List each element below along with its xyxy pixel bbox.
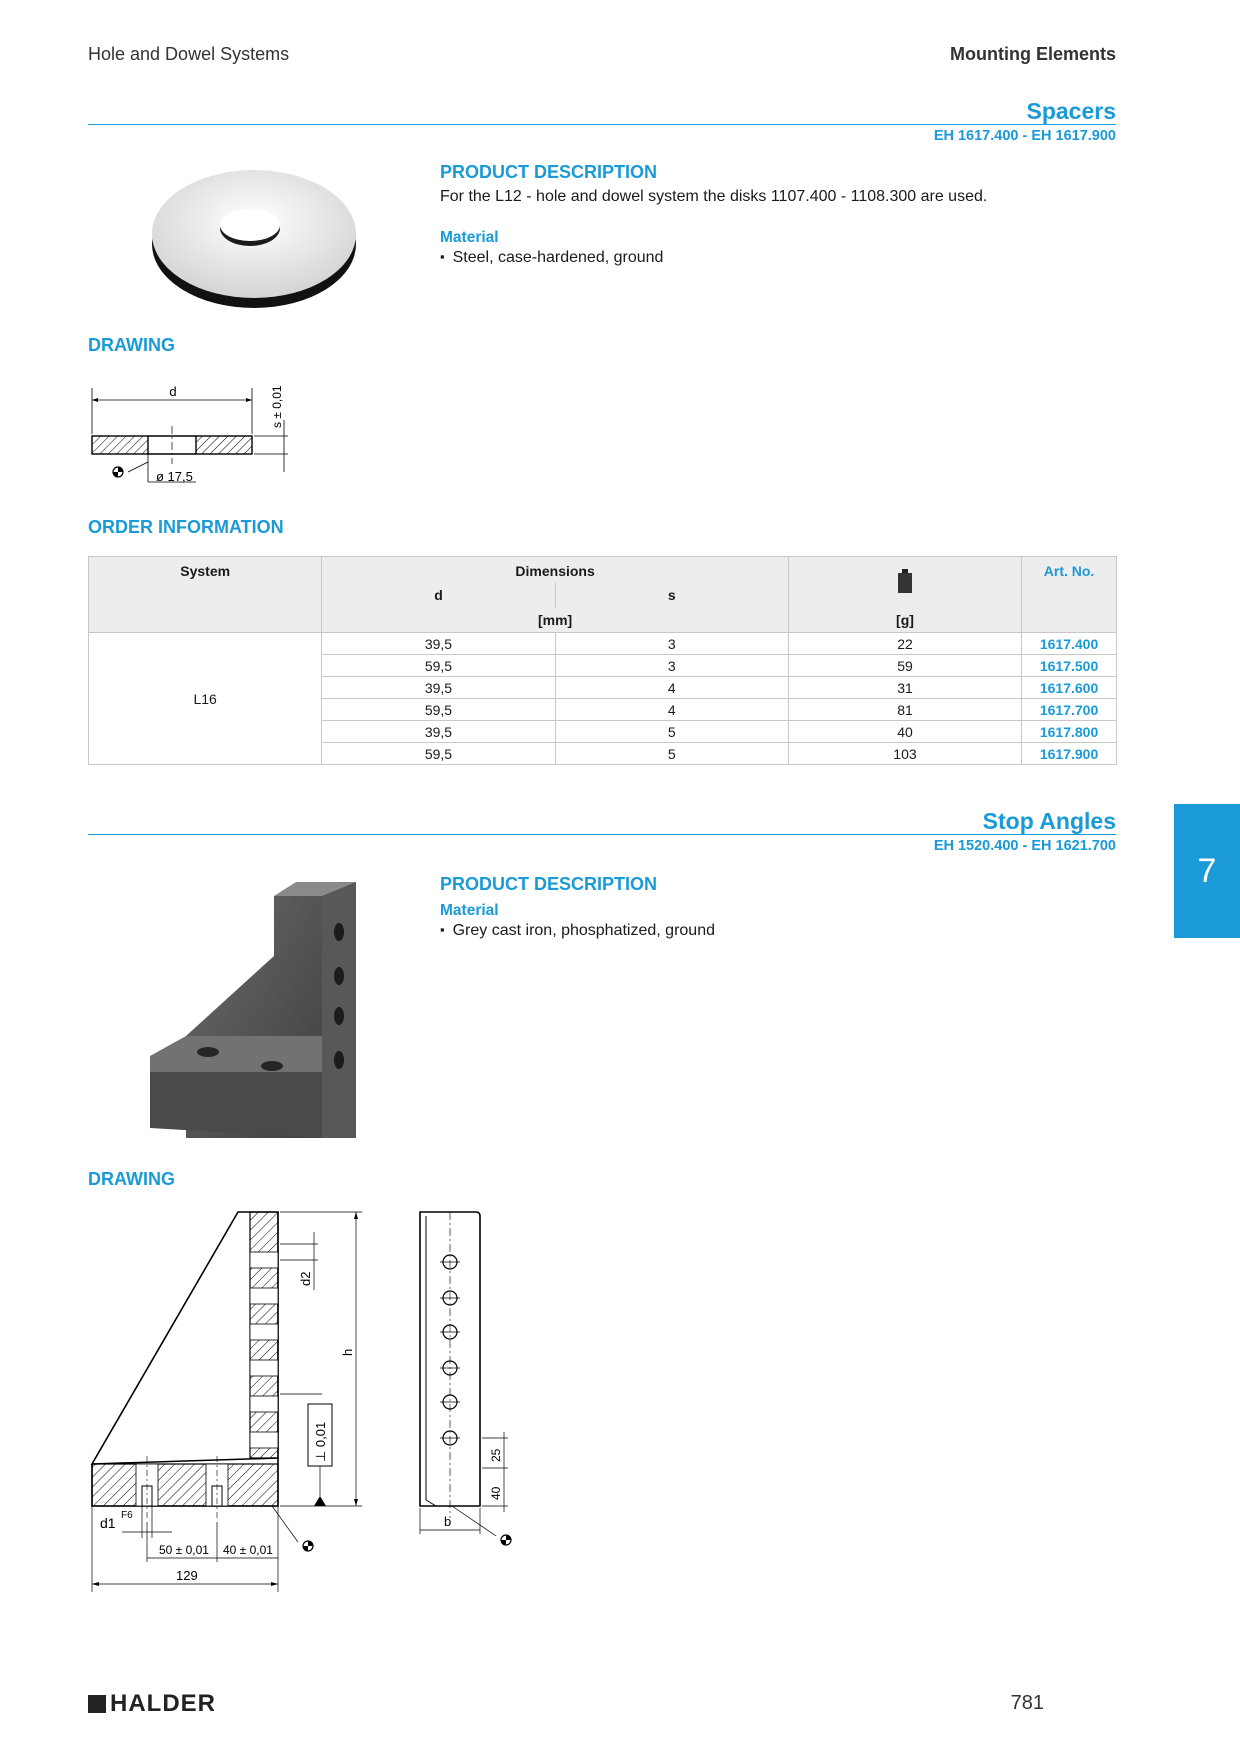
stop-angle-perpendicularity-label: ⊥ 0,01 <box>313 1422 328 1462</box>
spacer-product-image <box>152 170 356 308</box>
stop-angle-product-image <box>150 882 356 1138</box>
cell-s: 4 <box>554 698 789 721</box>
spacers-divider <box>88 124 1116 125</box>
cell-d: 39,5 <box>321 676 556 699</box>
stop-angle-dim-129-label: 129 <box>176 1568 198 1583</box>
spacers-drawing-heading: DRAWING <box>88 335 175 355</box>
halder-logo-text: HALDER <box>110 1690 216 1717</box>
stop-angles-drawing-heading: DRAWING <box>88 1169 175 1189</box>
cell-s: 5 <box>554 742 789 765</box>
halder-logo: HALDER <box>88 1690 216 1718</box>
stop-angles-title: Stop Angles <box>982 808 1116 834</box>
col-system: System <box>87 556 323 633</box>
col-d: d <box>321 581 556 608</box>
cell-d: 39,5 <box>321 720 556 743</box>
cell-weight: 59 <box>787 654 1023 677</box>
stop-angle-d2-label: d2 <box>298 1272 313 1286</box>
col-s: s <box>554 581 789 608</box>
stop-angle-dim-40v-label: 40 <box>489 1486 503 1500</box>
cell-d: 59,5 <box>321 654 556 677</box>
stop-angle-d1-label: d1 <box>100 1515 116 1531</box>
spacers-range: EH 1617.400 - EH 1617.900 <box>933 128 1116 144</box>
stop-angle-dim-50-label: 50 ± 0,01 <box>159 1543 209 1557</box>
order-table: System Dimensions Art. No. d s [mm] [g] … <box>87 556 1117 765</box>
stop-angles-material-heading: Material <box>440 902 499 919</box>
cell-weight: 22 <box>787 632 1023 655</box>
stop-angle-dim-40-label: 40 ± 0,01 <box>223 1543 273 1557</box>
stop-angles-range: EH 1520.400 - EH 1621.700 <box>933 838 1116 854</box>
unit-g: [g] <box>787 607 1023 633</box>
ground-surface-icon <box>500 1534 512 1546</box>
cell-d: 39,5 <box>321 632 556 655</box>
system-cell: L16 <box>87 632 323 765</box>
cell-weight: 81 <box>787 698 1023 721</box>
spacers-title: Spacers <box>1026 98 1116 124</box>
spacer-diameter-label: ø 17,5 <box>156 469 193 484</box>
col-dimensions: Dimensions <box>321 556 789 582</box>
cell-s: 3 <box>554 654 789 677</box>
stop-angles-material-item: Grey cast iron, phosphatized, ground <box>440 922 715 940</box>
cell-s: 5 <box>554 720 789 743</box>
stop-angles-product-description-heading: PRODUCT DESCRIPTION <box>440 874 658 894</box>
col-weight-icon-cell <box>787 556 1023 608</box>
cell-s: 4 <box>554 676 789 699</box>
stop-angle-dim-25-label: 25 <box>489 1448 503 1462</box>
spacers-material-item: Steel, case-hardened, ground <box>440 249 664 267</box>
weight-icon <box>897 568 912 593</box>
cell-s: 3 <box>554 632 789 655</box>
cell-art-no[interactable]: 1617.500 <box>1021 654 1117 677</box>
cell-d: 59,5 <box>321 698 556 721</box>
stop-angle-b-label: b <box>444 1514 451 1529</box>
cell-art-no[interactable]: 1617.400 <box>1021 632 1117 655</box>
spacers-description: For the L12 - hole and dowel system the … <box>440 188 988 205</box>
header-section-title: Hole and Dowel Systems <box>88 44 290 64</box>
cell-d: 59,5 <box>321 742 556 765</box>
spacers-product-description-heading: PRODUCT DESCRIPTION <box>440 162 658 182</box>
header-chapter-title: Mounting Elements <box>950 44 1116 64</box>
unit-mm: [mm] <box>321 607 789 633</box>
halder-logo-icon <box>88 1695 106 1713</box>
stop-angle-f6-label: F6 <box>121 1510 133 1521</box>
cell-art-no[interactable]: 1617.800 <box>1021 720 1117 743</box>
cell-art-no[interactable]: 1617.900 <box>1021 742 1117 765</box>
page-number: 781 <box>1010 1692 1044 1714</box>
stop-angle-side-drawing: 25 40 b <box>419 1211 508 1536</box>
spacers-material-heading: Material <box>440 229 499 246</box>
spacer-s-label: s ± 0,01 <box>270 385 284 428</box>
stop-angles-divider <box>88 834 1116 835</box>
cell-art-no[interactable]: 1617.700 <box>1021 698 1117 721</box>
chapter-tab[interactable]: 7 <box>1174 804 1240 938</box>
col-art-no: Art. No. <box>1021 556 1117 633</box>
order-information-heading: ORDER INFORMATION <box>88 517 284 537</box>
stop-angle-h-label: h <box>340 1349 355 1356</box>
cell-weight: 103 <box>787 742 1023 765</box>
cell-weight: 31 <box>787 676 1023 699</box>
cell-art-no[interactable]: 1617.600 <box>1021 676 1117 699</box>
spacer-technical-drawing: d s ± 0,01 ø 17,5 <box>91 384 288 484</box>
cell-weight: 40 <box>787 720 1023 743</box>
stop-angle-front-drawing: d2 h ⊥ 0,01 d1 F6 50 ± 0,01 40 ± 0,01 12… <box>90 1211 362 1592</box>
spacer-d-label: d <box>169 384 176 399</box>
